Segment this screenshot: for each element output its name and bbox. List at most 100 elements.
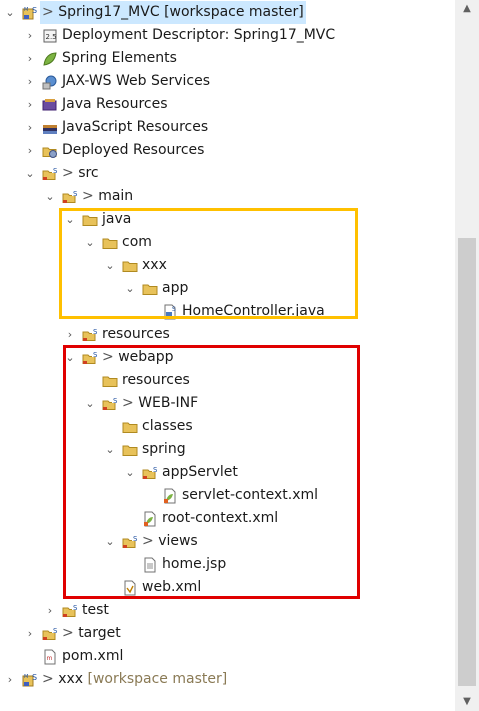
tree-item-label: > Spring17_MVC [workspace master] xyxy=(40,1,306,24)
git-decoration: > xyxy=(82,188,99,204)
git-decoration: > xyxy=(42,4,59,20)
pom-file-icon: m xyxy=(42,649,58,665)
git-decoration: > xyxy=(142,533,159,549)
svg-text:m: m xyxy=(47,655,53,662)
deployment-descriptor-icon: 2.5 xyxy=(42,28,58,44)
tree-item-text: web.xml xyxy=(142,579,202,595)
tree-item-text: xxx xyxy=(58,671,84,687)
chevron-right-icon[interactable]: › xyxy=(27,144,33,157)
tree-item-text: java xyxy=(102,211,132,227)
folder-icon xyxy=(122,258,138,274)
chevron-down-icon[interactable]: ⌄ xyxy=(105,535,115,548)
tree-item-text: JavaScript Resources xyxy=(62,119,209,135)
svg-text:S: S xyxy=(32,6,37,15)
chevron-right-icon[interactable]: › xyxy=(27,29,33,42)
chevron-down-icon[interactable]: ⌄ xyxy=(85,397,95,410)
tree-item-text: home.jsp xyxy=(162,556,227,572)
git-decoration: > xyxy=(122,395,139,411)
chevron-down-icon[interactable]: ⌄ xyxy=(105,443,115,456)
xml-file-icon xyxy=(122,580,138,596)
folder-icon xyxy=(122,442,138,458)
tree-item-label: resources xyxy=(120,369,192,392)
tree-item-label: classes xyxy=(140,415,195,438)
tree-item-text: WEB-INF xyxy=(138,395,199,411)
chevron-down-icon[interactable]: ⌄ xyxy=(125,466,135,479)
tree-item-text: classes xyxy=(142,418,193,434)
git-decoration: > xyxy=(102,349,119,365)
javascript-resources-icon xyxy=(42,120,58,136)
tree-item-label: > src xyxy=(60,162,101,185)
tree-item-text: src xyxy=(78,165,99,181)
folder-icon xyxy=(102,373,118,389)
chevron-right-icon[interactable]: › xyxy=(27,75,33,88)
tree-item-text: Deployment Descriptor: Spring17_MVC xyxy=(62,27,336,43)
chevron-right-icon[interactable]: › xyxy=(47,604,53,617)
scrollbar-thumb[interactable] xyxy=(458,238,476,686)
deployed-resources-icon xyxy=(42,143,58,159)
tree-item-label: java xyxy=(100,208,133,231)
vertical-scrollbar[interactable]: ▲ ▼ xyxy=(455,0,479,711)
tree-item-text: target xyxy=(78,625,121,641)
folder-git-icon: S xyxy=(102,396,118,412)
tree-item-text: pom.xml xyxy=(62,648,124,664)
chevron-down-icon[interactable]: ⌄ xyxy=(45,190,55,203)
java-file-icon: S xyxy=(162,304,178,320)
tree-item-label: servlet-context.xml xyxy=(180,484,320,507)
tree-item-label: Spring Elements xyxy=(60,47,179,70)
chevron-down-icon[interactable]: ⌄ xyxy=(65,351,75,364)
chevron-down-icon[interactable]: ⌄ xyxy=(5,6,15,19)
tree-item-text: com xyxy=(122,234,152,250)
git-decoration: > xyxy=(62,165,79,181)
chevron-right-icon[interactable]: › xyxy=(27,627,33,640)
svg-text:M: M xyxy=(24,674,28,680)
folder-icon xyxy=(102,235,118,251)
scroll-down-icon[interactable]: ▼ xyxy=(463,696,471,707)
chevron-down-icon[interactable]: ⌄ xyxy=(125,282,135,295)
svg-text:M: M xyxy=(24,7,28,13)
chevron-right-icon[interactable]: › xyxy=(27,52,33,65)
folder-git-icon: S xyxy=(42,626,58,642)
tree-item-text: Java Resources xyxy=(62,96,168,112)
chevron-right-icon[interactable]: › xyxy=(27,121,33,134)
folder-icon xyxy=(122,419,138,435)
folder-git-icon: S xyxy=(142,465,158,481)
git-decoration: > xyxy=(62,625,79,641)
tree-item-text: resources xyxy=(102,326,170,342)
git-decoration: > xyxy=(42,671,59,687)
tree-item-label: web.xml xyxy=(140,576,203,599)
svg-text:S: S xyxy=(172,306,176,313)
chevron-right-icon[interactable]: › xyxy=(27,98,33,111)
svg-text:S: S xyxy=(153,466,158,474)
web-services-icon xyxy=(42,74,58,90)
tree-item-label: home.jsp xyxy=(160,553,228,576)
folder-icon xyxy=(82,212,98,228)
tree-item-text: resources xyxy=(122,372,190,388)
folder-git-icon: S xyxy=(62,603,78,619)
tree-item-text: main xyxy=(98,188,134,204)
svg-text:S: S xyxy=(73,190,78,198)
chevron-down-icon[interactable]: ⌄ xyxy=(85,236,95,249)
spring-xml-icon xyxy=(142,511,158,527)
svg-text:S: S xyxy=(53,167,58,175)
tree-item-label: root-context.xml xyxy=(160,507,280,530)
chevron-right-icon[interactable]: › xyxy=(67,328,73,341)
tree-item-label: > WEB-INF xyxy=(120,392,200,415)
chevron-right-icon[interactable]: › xyxy=(7,673,13,686)
svg-text:S: S xyxy=(133,535,138,543)
folder-git-icon: S xyxy=(62,189,78,205)
chevron-down-icon[interactable]: ⌄ xyxy=(65,213,75,226)
chevron-down-icon[interactable]: ⌄ xyxy=(25,167,35,180)
tree-item-text: JAX-WS Web Services xyxy=(62,73,211,89)
svg-text:S: S xyxy=(93,328,98,336)
svg-text:S: S xyxy=(73,604,78,612)
folder-git-icon: S xyxy=(122,534,138,550)
tree-item-text: webapp xyxy=(118,349,174,365)
scroll-up-icon[interactable]: ▲ xyxy=(463,3,471,14)
tree-item-label: Deployment Descriptor: Spring17_MVC xyxy=(60,24,337,47)
tree-item-label: Deployed Resources xyxy=(60,139,206,162)
spring-xml-icon xyxy=(162,488,178,504)
tree-item-text: Deployed Resources xyxy=(62,142,205,158)
folder-git-icon: S xyxy=(82,350,98,366)
chevron-down-icon[interactable]: ⌄ xyxy=(105,259,115,272)
java-resources-icon xyxy=(42,97,58,113)
